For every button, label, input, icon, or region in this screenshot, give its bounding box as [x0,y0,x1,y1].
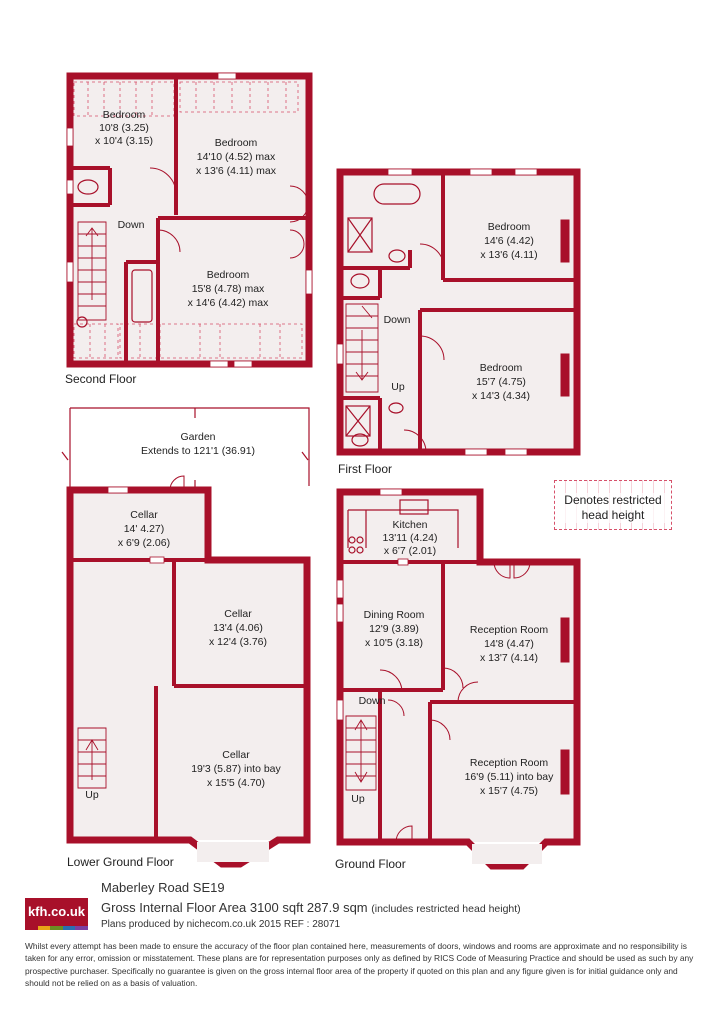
lower-ground-floor-plan [61,407,311,868]
stair-label-down: Down [384,314,411,326]
stair-label-down: Down [118,219,145,231]
logo-color-bar [25,926,88,930]
logo-color-swatch [75,926,88,930]
stair-label-down: Down [359,695,386,707]
floor-area: Gross Internal Floor Area 3100 sqft 287.… [101,900,521,915]
stair-label-up: Up [351,793,365,805]
restricted-height-legend: Denotes restricted head height [554,480,672,530]
ground-floor-stairs [345,715,377,791]
first-floor-stairs [345,303,379,393]
floor-area-value: Gross Internal Floor Area 3100 sqft 287.… [101,900,368,915]
first-floor-plan [336,168,581,456]
floor-label-first: First Floor [338,462,392,476]
floor-label-second: Second Floor [65,372,136,386]
floor-label-ground: Ground Floor [335,857,406,871]
lower-ground-stairs [77,727,107,789]
disclaimer-text: Whilst every attempt has been made to en… [25,941,694,989]
logo-color-swatch [25,926,38,930]
floor-label-lower-ground: Lower Ground Floor [67,855,174,869]
stair-label-up: Up [391,381,405,393]
legend-line-1: Denotes restricted [564,493,662,507]
logo-color-swatch [62,926,76,930]
plan-source: Plans produced by nichecom.co.uk 2015 RE… [101,919,341,930]
stair-label-up: Up [85,789,99,801]
legend-line-2: head height [581,508,645,522]
legend-text: Denotes restricted head height [555,493,671,523]
kfh-logo: kfh.co.uk [25,898,88,930]
floor-area-note: (includes restricted head height) [371,903,521,915]
second-floor-plan [66,72,313,368]
property-address: Maberley Road SE19 [101,880,225,895]
ground-floor-plan [336,488,581,870]
logo-color-swatch [50,926,63,930]
logo-color-swatch [37,926,51,930]
second-floor-stairs [77,221,107,321]
